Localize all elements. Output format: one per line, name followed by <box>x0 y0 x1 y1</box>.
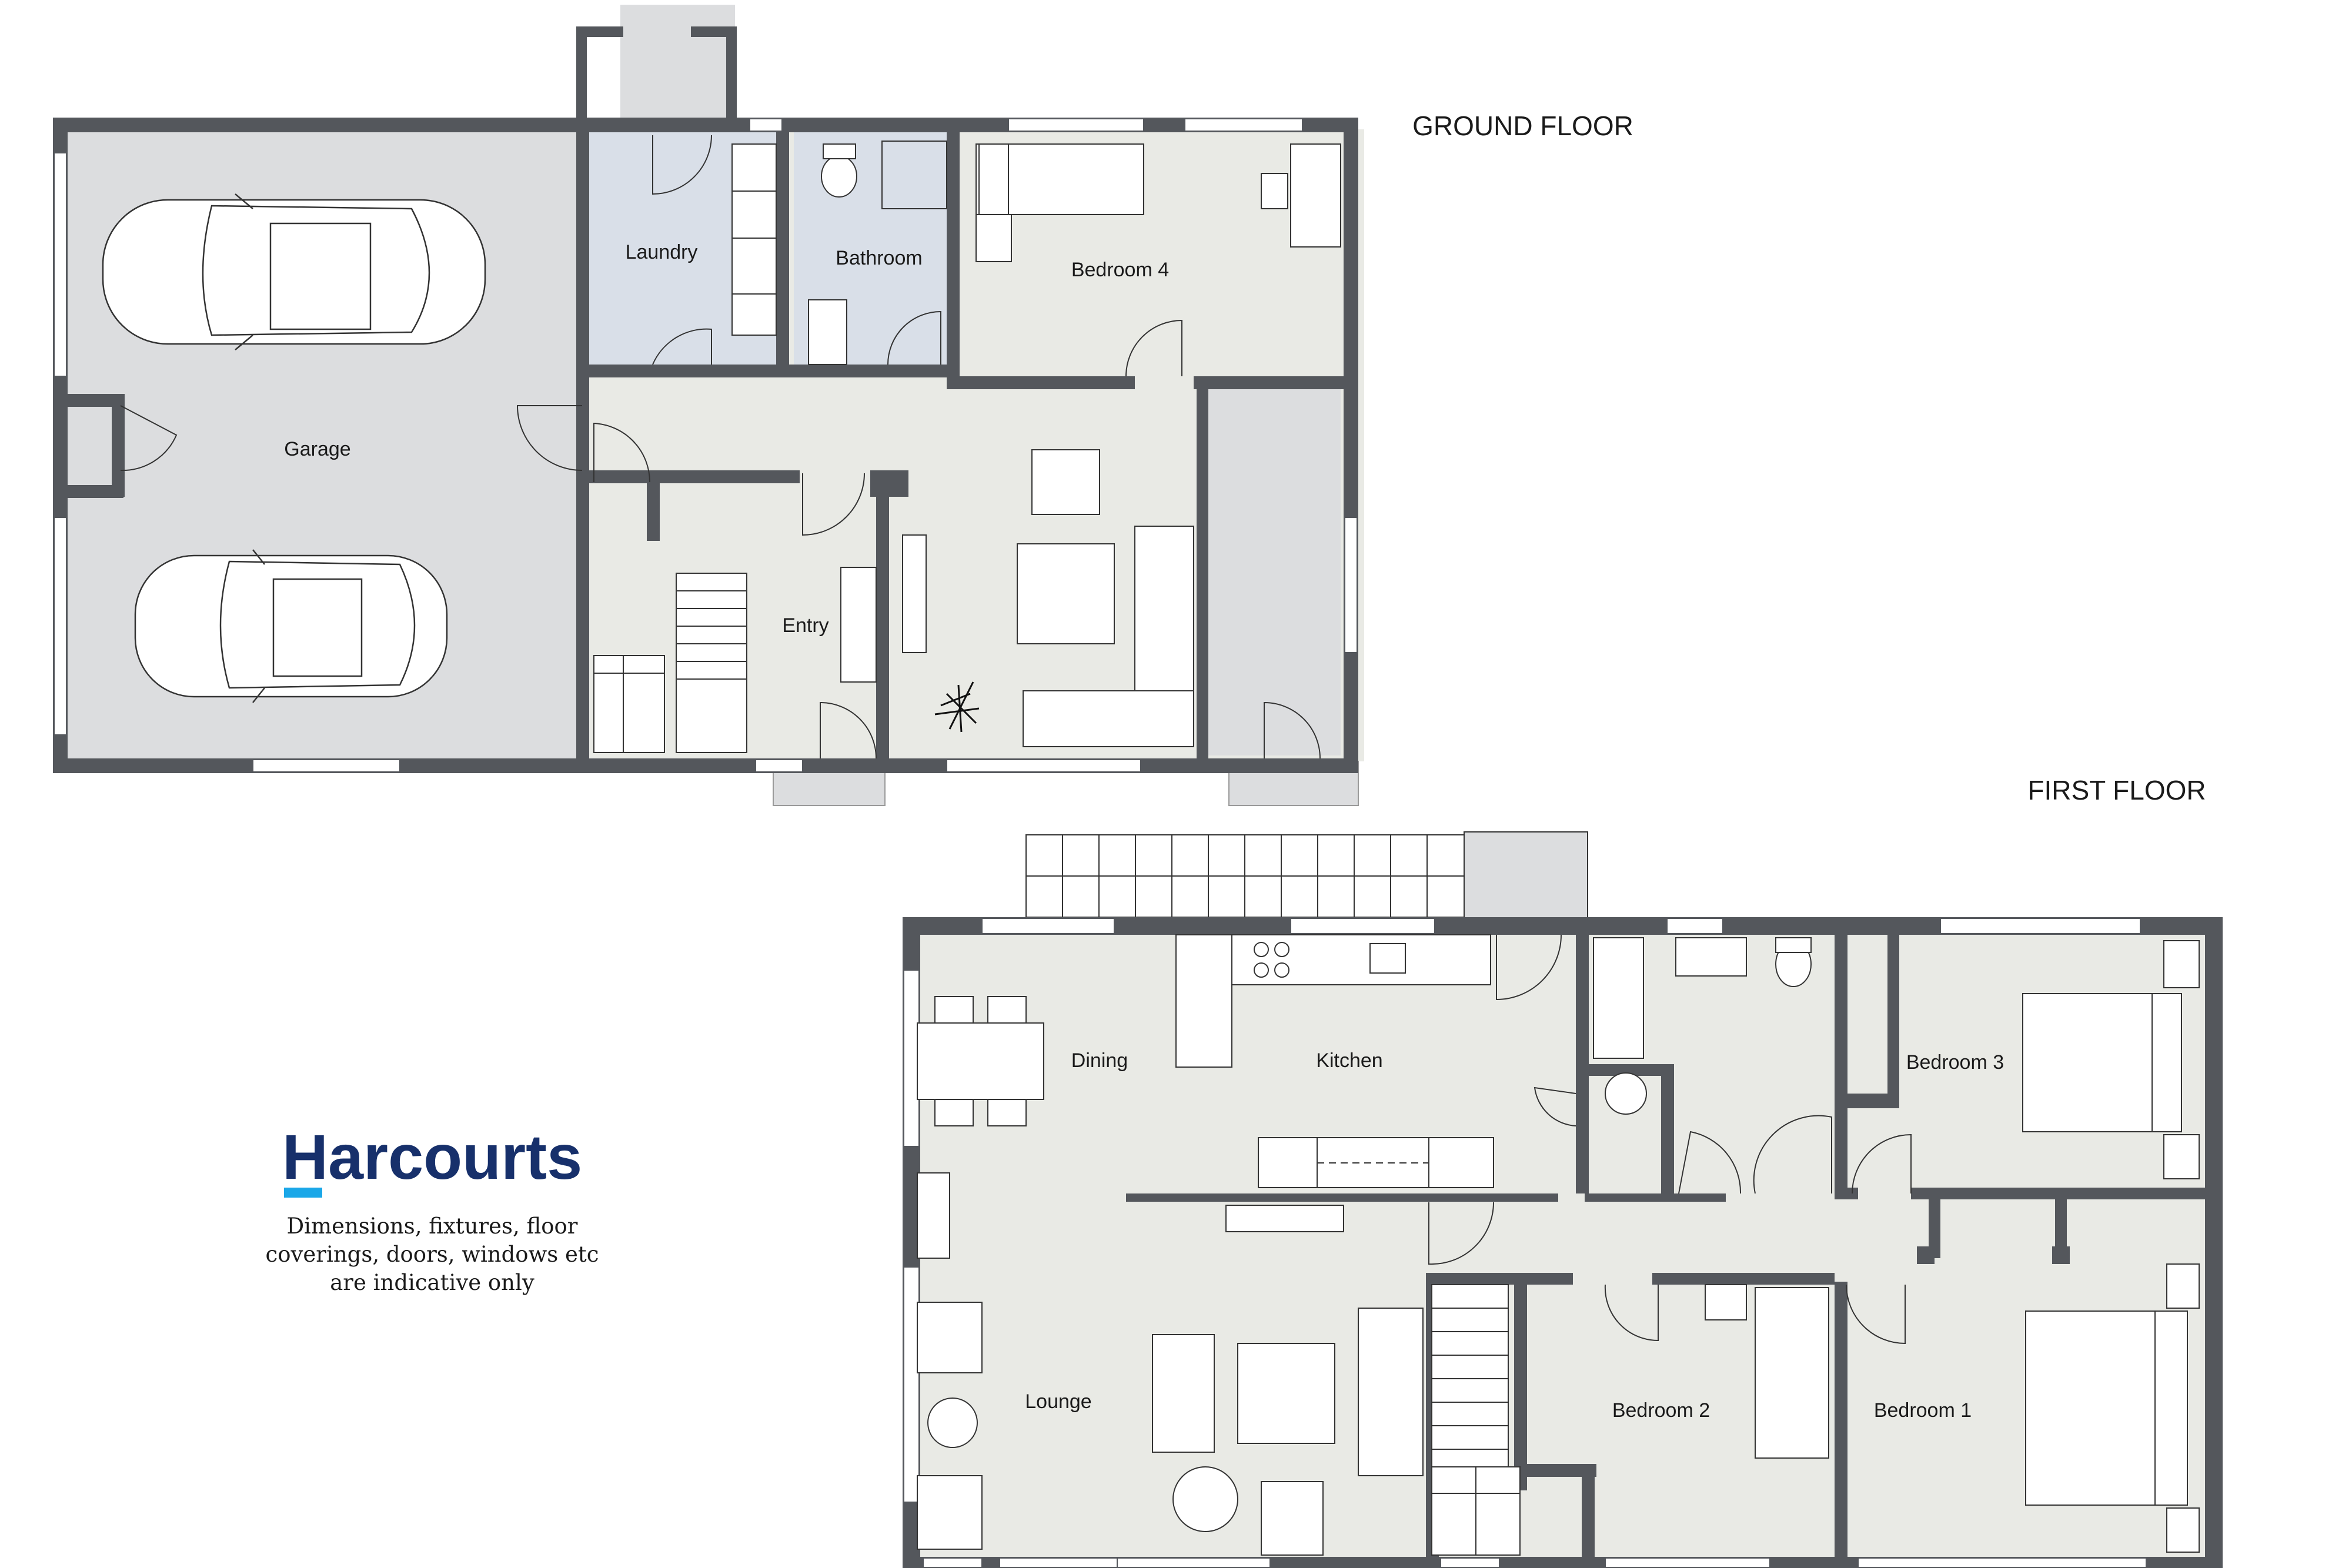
first-floor-area <box>911 926 2220 1568</box>
brand-accent-bar <box>284 1188 322 1198</box>
first-windows <box>903 918 2147 1568</box>
bedroom2-label: Bedroom 2 <box>1612 1399 1710 1422</box>
ground-fixtures <box>731 141 1341 747</box>
first-floor-plan: Dining Kitchen Bedroom 3 Lounge Bedroom … <box>903 775 2223 1568</box>
brand-name: Harcourts <box>282 1121 582 1192</box>
external-stairs <box>1025 831 1588 921</box>
bedroom4-label: Bedroom 4 <box>1071 259 1169 281</box>
hall-floor <box>1208 385 1341 755</box>
disclaimer-line-3: are indicative only <box>330 1270 534 1295</box>
rear-porch <box>620 5 735 128</box>
entry-label: Entry <box>782 614 828 637</box>
garage-label: Garage <box>284 438 350 460</box>
first-walls <box>903 917 2223 1568</box>
kitchen-fixtures <box>1175 934 1494 1232</box>
disclaimer-line-2: coverings, doors, windows etc <box>266 1242 599 1267</box>
ground-floor-title: GROUND FLOOR <box>1412 111 1633 141</box>
ground-stairs <box>593 573 747 753</box>
kitchen-label: Kitchen <box>1316 1049 1382 1072</box>
bedroom1-label: Bedroom 1 <box>1874 1399 1972 1422</box>
bedroom3-label: Bedroom 3 <box>1906 1051 2004 1074</box>
first-bath-fixtures <box>1593 937 1812 1115</box>
bedroom2-bed <box>1705 1284 1829 1459</box>
first-floor-title: FIRST FLOOR <box>2027 775 2206 805</box>
internal-stairs <box>1431 1284 1521 1556</box>
bedroom3-bed <box>2022 940 2200 1179</box>
ground-windows <box>54 118 1358 773</box>
ground-floor-plan: Garage Laundry Bathroom Bedroom 4 Entry … <box>53 5 1633 806</box>
bathroom-label: Bathroom <box>836 247 922 269</box>
dining-label: Dining <box>1071 1049 1128 1072</box>
dining-table <box>917 996 1044 1259</box>
car-bottom <box>134 549 448 703</box>
disclaimer-line-1: Dimensions, fixtures, floor <box>286 1213 577 1239</box>
plant-icon <box>934 681 980 733</box>
harcourts-logo: Harcourts <box>282 1121 582 1198</box>
car-top <box>102 193 486 350</box>
laundry-label: Laundry <box>626 241 698 263</box>
lounge-furniture <box>917 1302 1424 1556</box>
first-doors <box>1428 934 1912 1345</box>
bedroom1-bed <box>2025 1263 2200 1553</box>
lounge-label: Lounge <box>1025 1390 1091 1413</box>
ground-doors <box>120 135 1321 759</box>
